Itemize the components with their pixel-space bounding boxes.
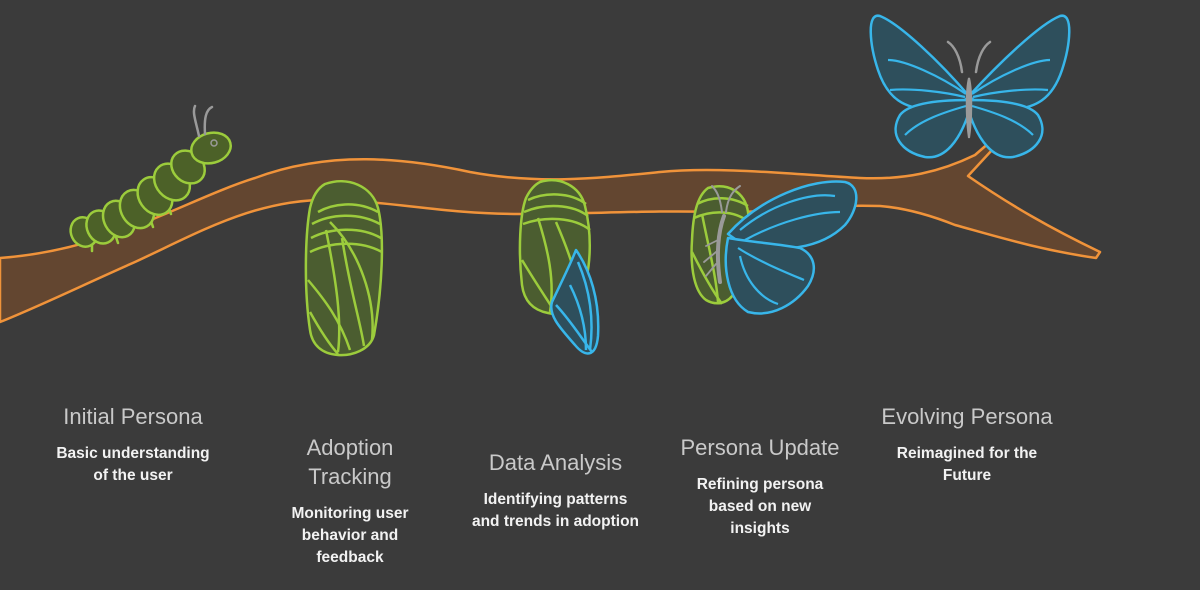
stage-initial-persona: Initial Persona Basic understanding of t… <box>48 402 218 487</box>
chrysalis-with-wing-icon <box>518 179 600 355</box>
stage-description: Reimagined for the Future <box>896 445 1038 484</box>
stage-description: Basic understanding of the user <box>56 445 210 484</box>
stage-title: Data Analysis <box>488 450 623 475</box>
stage-title: Initial Persona <box>63 404 203 429</box>
emerging-butterfly-icon <box>690 180 858 315</box>
butterfly-icon <box>869 14 1071 159</box>
stage-adoption-tracking: Adoption Tracking Monitoring user behavi… <box>270 433 430 569</box>
stage-description: Identifying patterns and trends in adopt… <box>471 491 640 530</box>
stage-persona-update: Persona Update Refining persona based on… <box>680 433 840 540</box>
caterpillar-icon <box>69 104 232 253</box>
stage-title: Adoption Tracking <box>306 435 394 489</box>
stage-evolving-persona: Evolving Persona Reimagined for the Futu… <box>872 402 1062 487</box>
stage-title: Persona Update <box>680 435 840 460</box>
stage-title: Evolving Persona <box>881 404 1053 429</box>
stage-description: Monitoring user behavior and feedback <box>291 505 409 566</box>
chrysalis-icon <box>304 180 384 357</box>
stage-data-analysis: Data Analysis Identifying patterns and t… <box>468 448 643 533</box>
stage-description: Refining persona based on new insights <box>696 476 824 537</box>
